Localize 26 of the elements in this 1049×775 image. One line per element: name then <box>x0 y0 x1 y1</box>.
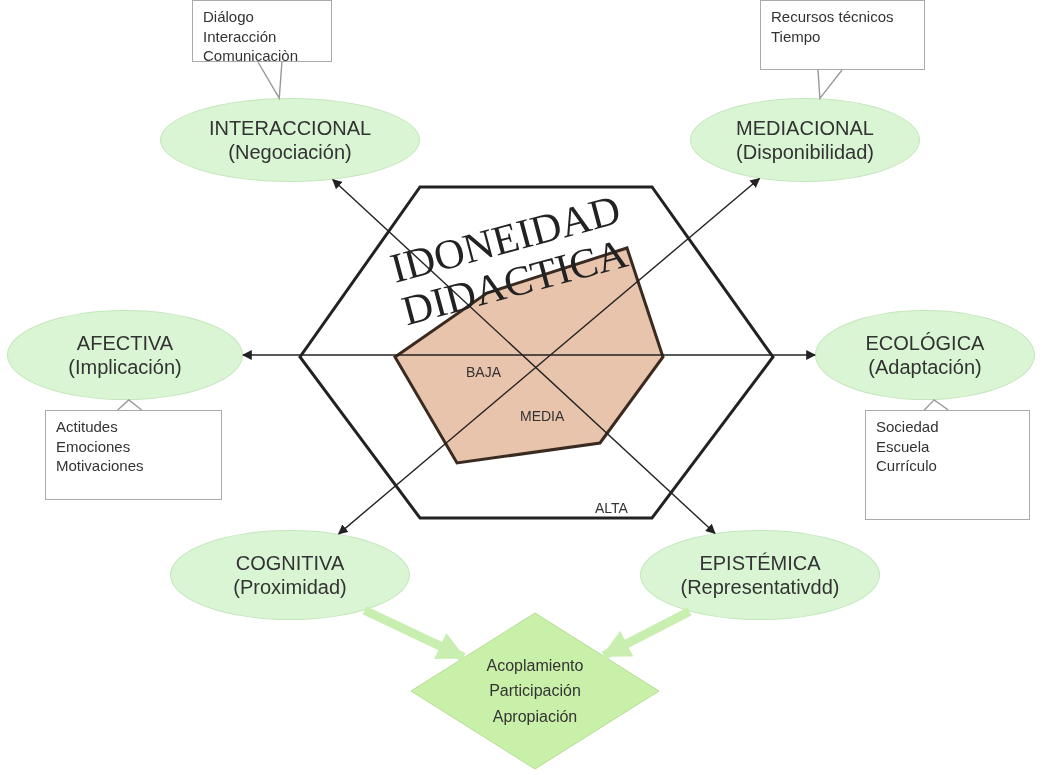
callout-text: Diálogo Interacción Comunicaciòn <box>203 7 299 66</box>
callout-box <box>865 410 1030 520</box>
level-label: BAJA <box>466 364 501 380</box>
diamond-label: Acoplamiento Participación Apropiación <box>486 655 584 727</box>
callout-pointer <box>257 61 283 101</box>
level-label: ALTA <box>595 500 628 516</box>
arrow <box>362 606 467 662</box>
category-label: ECOLÓGICA (Adaptación) <box>864 331 986 379</box>
callout-pointer <box>923 398 949 411</box>
callout-box <box>45 410 222 500</box>
category-label: MEDIACIONAL (Disponibilidad) <box>735 116 875 164</box>
category-label: AFECTIVA (Implicación) <box>67 331 183 379</box>
callout-box <box>192 0 332 62</box>
callout-pointer <box>817 69 843 101</box>
callout-text: Recursos técnicos Tiempo <box>771 7 895 46</box>
callout-text: Actitudes Emociones Motivaciones <box>56 417 144 476</box>
callout-pointer <box>117 399 143 411</box>
category-label: COGNITIVA (Proximidad) <box>232 551 348 599</box>
double-arrow <box>242 350 816 360</box>
level-label: MEDIA <box>520 408 565 424</box>
category-label: EPISTÉMICA (Representativdd) <box>679 551 841 599</box>
callout-text: Sociedad Escuela Currículo <box>876 417 939 476</box>
category-label: INTERACCIONAL (Negociación) <box>207 116 373 164</box>
decision-diamond <box>410 612 660 770</box>
arrow <box>601 607 692 660</box>
callout-box <box>760 0 925 70</box>
